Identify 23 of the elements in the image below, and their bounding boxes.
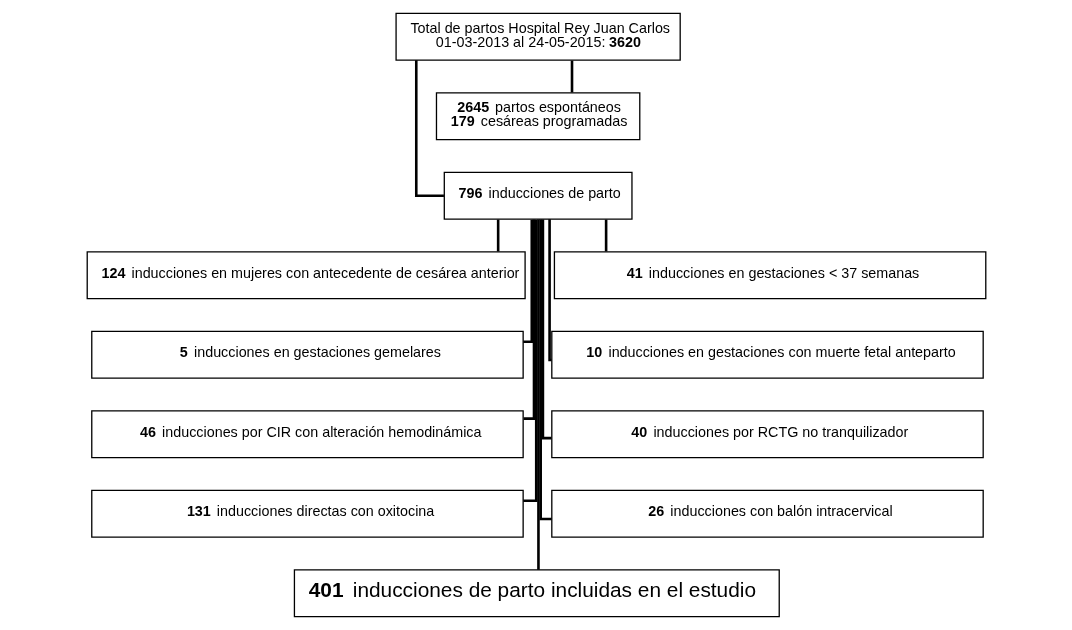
- connector: [547, 219, 552, 362]
- node-box: 26 inducciones con balón intracervical: [550, 489, 984, 538]
- connector: [523, 219, 535, 420]
- node-box: 40 inducciones por RCTG no tranquilizador: [550, 410, 984, 459]
- node-box: 2645 partos espontáneos 179 cesáreas programadas: [435, 92, 640, 141]
- node-box: Total de partos Hospital Rey Juan Carlos 01-03-2013 al 24-05-2015: 3620: [394, 12, 681, 61]
- node-box: 131 inducciones directas con oxitocina: [90, 489, 524, 538]
- node-box: 796 inducciones de parto: [443, 171, 633, 220]
- node-box: 46 inducciones por CIR con alteración hemodinámica: [90, 410, 524, 459]
- connector: [570, 60, 573, 93]
- node-box: 124 inducciones en mujeres con antecedente de cesárea anterior: [86, 251, 526, 300]
- connector: [541, 219, 551, 440]
- node-box: 10 inducciones en gestaciones con muerte fetal anteparto: [550, 330, 984, 379]
- connector: [522, 219, 538, 502]
- connector: [414, 60, 444, 198]
- node-box: 41 inducciones en gestaciones < 37 semanas: [553, 251, 986, 300]
- connector: [538, 219, 552, 521]
- connector: [536, 219, 540, 570]
- node-box: 401 inducciones de parto incluidas en el estudio: [293, 569, 780, 618]
- node-box: 5 inducciones en gestaciones gemelares: [90, 330, 524, 379]
- connector: [522, 219, 533, 344]
- connector: [604, 219, 607, 252]
- connector: [496, 219, 499, 252]
